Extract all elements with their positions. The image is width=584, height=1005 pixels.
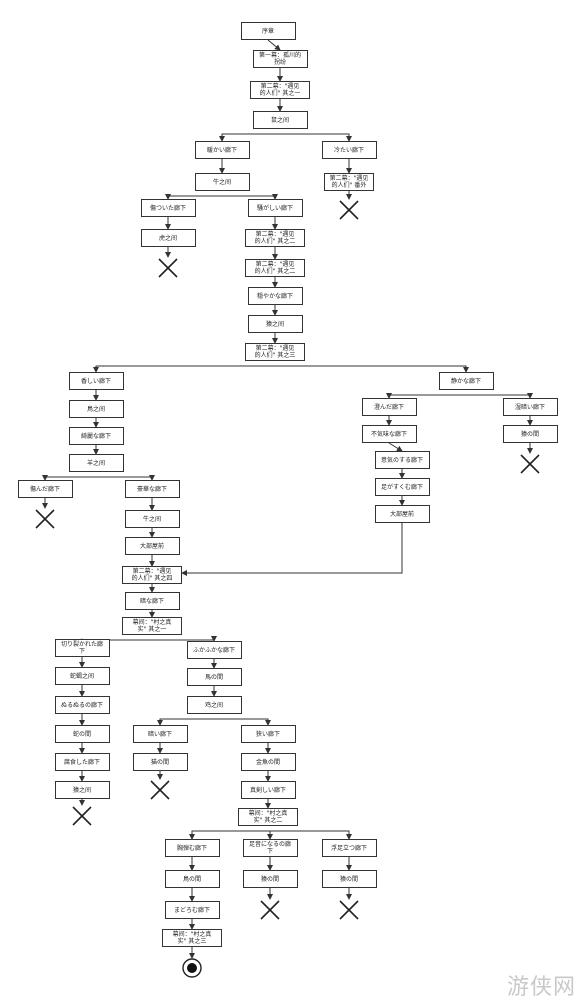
flow-arrow-branch	[267, 830, 273, 840]
flow-node-n-act-03: 幕间："村之真 实" 其之三	[162, 929, 222, 947]
flow-node-n-r-ox: 牛之间	[194, 173, 250, 191]
dead-end-cross-icon	[150, 780, 170, 800]
flow-node-n-r-tiger: 虎之间	[140, 229, 196, 247]
flow-node-n-r-cow: 牛之间	[124, 510, 180, 528]
flow-node-n-slimy: ぬるぬるの廊下	[54, 696, 110, 714]
flow-arrow-branch	[152, 636, 217, 642]
flow-arrow-branch	[93, 365, 275, 373]
watermark: 游侠网	[506, 975, 576, 1000]
dead-end-cross-icon	[158, 258, 178, 278]
flow-node-n-narrow: 狭い廊下	[240, 725, 296, 743]
flow-arrow-branch	[42, 475, 96, 481]
flow-arrow-branch	[189, 830, 268, 840]
flow-node-n-r-dog: 猿の間	[502, 425, 558, 443]
flow-arrow-branch	[280, 133, 352, 142]
flow-node-n-rotten: 傷んだ廊下	[17, 480, 73, 498]
flow-node-n-hall-b: 大部屋前	[374, 505, 430, 523]
flow-arrow-branch	[386, 393, 466, 399]
flow-arrow-branch	[222, 194, 278, 200]
flow-node-n-dark: 暗な廊下	[124, 592, 180, 610]
flow-node-n-gorgeous: 真剣しい廊下	[240, 781, 296, 799]
flow-arrow-branch	[214, 718, 271, 726]
flow-node-n-act-01: 幕间："村之真 实" 其之一	[122, 617, 182, 635]
flow-arrow-branch	[165, 194, 222, 200]
flow-node-n-ch2-05: 第二幕："遇见 的人们" 其之四	[122, 566, 182, 584]
flow-arrow-branch	[268, 830, 352, 840]
flow-arrow-branch	[219, 133, 280, 142]
flow-node-n-ch2-01: 第二幕："遇见 的人们" 其之一	[250, 81, 310, 99]
flow-node-n-act-02: 幕间："村之真 实" 其之二	[238, 808, 298, 826]
flow-node-n-float: 浮足立つ廊下	[321, 839, 377, 857]
flow-arrow-branch	[275, 365, 469, 373]
flow-node-n-cut: 切り裂かれた廊 下	[54, 639, 110, 657]
dead-end-cross-icon	[35, 509, 55, 529]
flow-node-n-cold: 冷たい廊下	[321, 141, 377, 159]
flow-node-n-r-monkey: 猿之间	[247, 315, 303, 333]
flow-node-n-warm: 暖かい廊下	[194, 141, 250, 159]
flow-arrow	[267, 39, 281, 51]
flow-node-n-tense: 胸弾む廊下	[164, 839, 220, 857]
flow-node-n-fluffy: ふかふかな廊下	[186, 641, 242, 659]
dead-end-cross-icon	[339, 900, 359, 920]
flow-node-n-luxury: 豪華な廊下	[124, 480, 180, 498]
flow-node-n-r-owl: 鳥の間	[164, 870, 220, 888]
dead-end-cross-icon	[72, 806, 92, 826]
flow-node-n-gentle: 穏やかな廊下	[247, 287, 303, 305]
flow-node-n-r-rat: 鼠之间	[252, 111, 308, 129]
flow-arrow-branch	[466, 393, 533, 399]
flow-arrow-branch	[96, 475, 155, 481]
flow-node-n-prologue: 序章	[240, 22, 296, 40]
flow-node-n-ch1-01: 第一幕：孤川的 拐纷	[252, 50, 308, 68]
flow-node-n-ch2-02: 第二幕："遇见 的人们" 其之二	[245, 229, 305, 247]
end-state-icon	[182, 958, 202, 978]
flow-arrow	[388, 442, 403, 452]
flow-node-n-quiet: 静かな廊下	[438, 372, 494, 390]
flow-node-n-noisy: 騒がしい廊下	[247, 199, 303, 217]
flow-node-n-hall-a: 大部屋前	[124, 537, 180, 555]
flow-node-n-eerie: 不気味な廊下	[361, 425, 417, 443]
flow-node-n-r-bird: 鳥之间	[68, 400, 124, 418]
flow-node-n-crumbly: 足がすくむ廊下	[374, 478, 430, 496]
flow-node-n-ch2-04: 第二幕："遇见 的人们" 其之三	[245, 343, 305, 361]
flow-node-n-r-cat1: 猿の間	[242, 870, 298, 888]
flow-node-n-fragrant: 香しい廊下	[68, 372, 124, 390]
flow-node-n-humid: 湿暗い廊下	[502, 398, 558, 416]
flow-node-n-r-sheep: 羊之间	[68, 454, 124, 472]
flow-node-n-r-horse2: 蛇の間	[54, 725, 110, 743]
flow-node-n-presence: 意気のする廊下	[374, 451, 430, 469]
flow-node-n-cold-end: 第二幕："遇见 的人们" 番外	[324, 173, 374, 191]
dead-end-cross-icon	[339, 200, 359, 220]
flow-node-n-r-gold: 金魚の間	[240, 753, 296, 771]
flow-node-n-r-chicken: 鸡之间	[186, 696, 242, 714]
flow-node-n-beautiful: 綺麗な廊下	[68, 427, 124, 445]
flow-node-n-r-dog2: 猫の間	[132, 753, 188, 771]
flow-node-n-damaged: 傷ついた廊下	[140, 199, 196, 217]
dead-end-cross-icon	[260, 900, 280, 920]
flow-node-n-twist: まどろむ廊下	[164, 901, 220, 919]
flow-node-n-r-snake: 蛇蝎之间	[54, 667, 110, 685]
flow-node-n-r-horse: 馬の間	[186, 668, 242, 686]
flow-arrow-merge	[181, 523, 403, 576]
dead-end-cross-icon	[520, 454, 540, 474]
flow-node-n-r-monkey2: 猿之间	[54, 781, 110, 799]
flow-node-n-r-cat2: 猿の間	[321, 870, 377, 888]
flow-node-n-foot: 足音になるの廊 下	[242, 839, 298, 857]
flow-node-n-dim: 暗い廊下	[132, 725, 188, 743]
flow-node-n-ch2-03: 第二幕："遇见 的人们" 其之二	[245, 259, 305, 277]
flow-node-n-decay: 腐食した廊下	[54, 753, 110, 771]
flow-arrow-branch	[157, 718, 214, 726]
flow-node-n-stagnant: 澄んだ廊下	[361, 398, 417, 416]
